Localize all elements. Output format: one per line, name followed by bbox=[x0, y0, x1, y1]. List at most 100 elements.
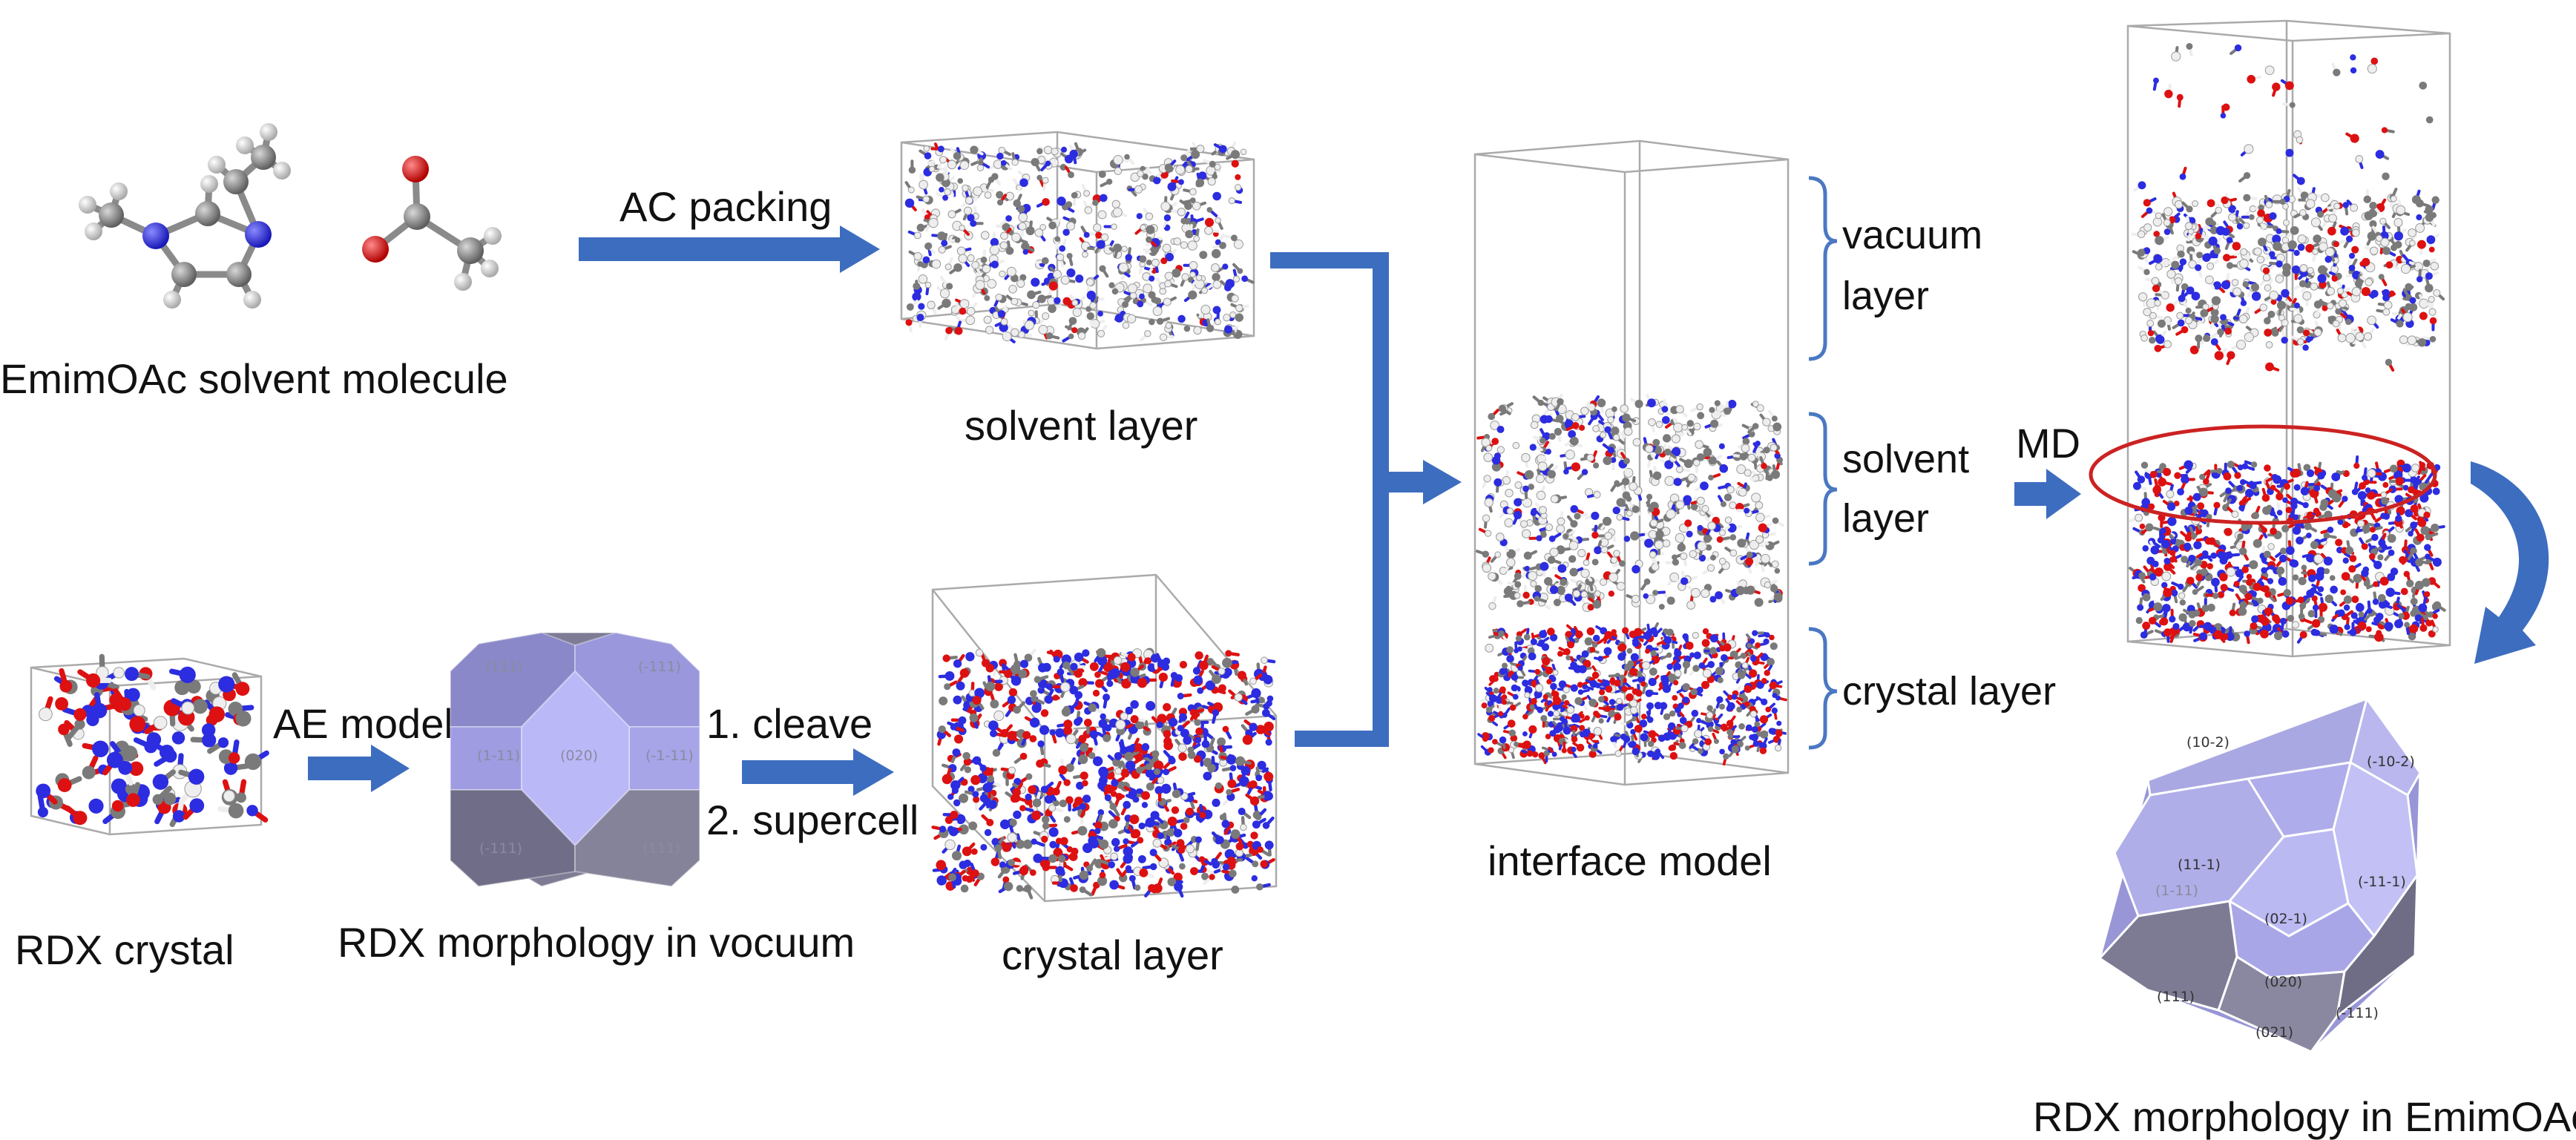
atom bbox=[1616, 498, 1626, 507]
atom bbox=[1168, 755, 1175, 762]
atom bbox=[1502, 662, 1508, 669]
atom bbox=[74, 719, 85, 730]
atom bbox=[2390, 195, 2397, 202]
atom bbox=[1040, 785, 1048, 794]
atom bbox=[970, 848, 978, 855]
atom bbox=[931, 259, 942, 269]
atom bbox=[1183, 736, 1192, 745]
atom bbox=[2409, 297, 2416, 304]
atom bbox=[1682, 660, 1691, 669]
atom bbox=[1212, 798, 1220, 807]
atom bbox=[1563, 726, 1571, 735]
atom bbox=[1539, 630, 1548, 639]
atom bbox=[962, 751, 970, 760]
atom bbox=[1149, 275, 1155, 282]
atom bbox=[1752, 401, 1759, 408]
atom bbox=[1520, 742, 1527, 749]
atom bbox=[37, 806, 48, 818]
atom bbox=[959, 793, 969, 803]
atom bbox=[1120, 712, 1128, 721]
atom bbox=[1189, 708, 1197, 716]
atom bbox=[1541, 643, 1550, 651]
atom bbox=[111, 800, 124, 812]
atom bbox=[2345, 333, 2356, 343]
atom bbox=[1763, 447, 1770, 454]
atom bbox=[1695, 440, 1704, 449]
atom bbox=[1212, 306, 1221, 314]
atom bbox=[1772, 693, 1778, 699]
atom bbox=[2155, 212, 2162, 220]
atom bbox=[993, 710, 1005, 722]
atom bbox=[2416, 276, 2423, 283]
atom bbox=[1214, 163, 1221, 171]
atom bbox=[2302, 291, 2312, 300]
atom bbox=[1540, 437, 1546, 444]
atom bbox=[1771, 560, 1779, 568]
atom bbox=[908, 166, 916, 174]
atom bbox=[1113, 154, 1123, 165]
atom bbox=[1011, 232, 1021, 243]
atom bbox=[1744, 469, 1752, 477]
atom bbox=[2232, 242, 2241, 251]
atom bbox=[188, 768, 205, 785]
atom bbox=[1571, 746, 1577, 753]
atom bbox=[1019, 752, 1028, 760]
atom bbox=[2213, 247, 2221, 254]
layer-brackets bbox=[1808, 176, 1838, 750]
vacuum-face-label: (-111) bbox=[638, 659, 681, 675]
atom bbox=[1724, 407, 1732, 415]
atom bbox=[953, 263, 962, 272]
atom bbox=[1675, 500, 1685, 510]
atom bbox=[1078, 754, 1088, 765]
atom bbox=[1746, 551, 1753, 559]
atom bbox=[1580, 590, 1588, 599]
atom bbox=[1673, 679, 1679, 686]
atom bbox=[1189, 261, 1198, 270]
atom bbox=[947, 794, 954, 800]
atom bbox=[1077, 332, 1086, 340]
atom bbox=[1755, 501, 1764, 510]
atom bbox=[1623, 536, 1631, 542]
atom bbox=[1141, 742, 1150, 751]
atom bbox=[1042, 198, 1050, 206]
atom bbox=[2215, 225, 2226, 236]
atom bbox=[986, 819, 994, 826]
atom bbox=[1084, 206, 1093, 214]
atom bbox=[2264, 65, 2275, 76]
atom bbox=[954, 237, 961, 243]
atom bbox=[1144, 657, 1152, 665]
atom bbox=[2350, 54, 2356, 61]
atom bbox=[1255, 813, 1262, 820]
atom bbox=[1643, 578, 1651, 585]
atom bbox=[1614, 679, 1621, 687]
atom bbox=[2408, 228, 2417, 237]
atom bbox=[1483, 452, 1493, 462]
atom bbox=[2333, 68, 2341, 76]
atom bbox=[1530, 697, 1537, 705]
atom bbox=[186, 679, 201, 694]
atom bbox=[1629, 668, 1637, 676]
atom bbox=[1008, 284, 1017, 294]
atom bbox=[1173, 872, 1183, 882]
atom bbox=[1141, 802, 1149, 808]
atom bbox=[2299, 264, 2308, 273]
atom bbox=[126, 793, 140, 807]
atom bbox=[1693, 422, 1701, 431]
atom bbox=[1697, 541, 1707, 552]
atom bbox=[1099, 194, 1108, 202]
atom bbox=[1482, 514, 1491, 523]
atom bbox=[1692, 632, 1699, 639]
atom bbox=[1128, 874, 1136, 882]
atom bbox=[2221, 196, 2229, 205]
atom bbox=[1534, 668, 1540, 675]
atom bbox=[1577, 549, 1586, 558]
atom bbox=[1744, 745, 1750, 751]
atom bbox=[1574, 513, 1581, 520]
atom bbox=[1545, 448, 1551, 455]
atom bbox=[1180, 241, 1189, 249]
atom bbox=[1159, 333, 1168, 341]
atom bbox=[1770, 584, 1778, 593]
atom bbox=[1007, 696, 1016, 705]
atom bbox=[1166, 828, 1175, 837]
atom bbox=[1591, 671, 1600, 679]
